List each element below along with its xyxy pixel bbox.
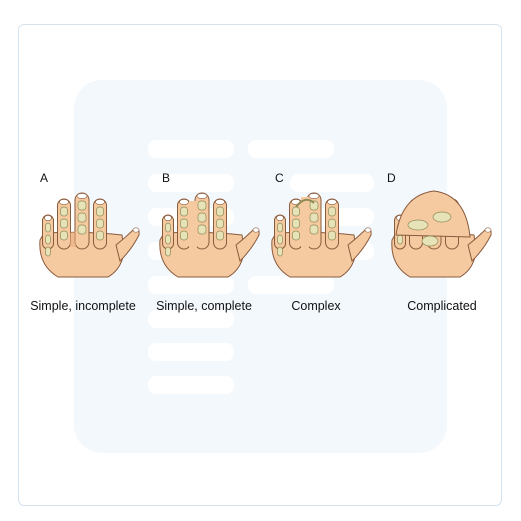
- nail: [164, 215, 172, 221]
- nail: [76, 193, 88, 199]
- bone: [60, 230, 68, 241]
- web: [395, 190, 471, 238]
- web: [70, 231, 76, 247]
- bone: [180, 218, 188, 229]
- bone: [197, 200, 207, 211]
- bone: [77, 212, 87, 223]
- nail: [364, 227, 372, 233]
- fused-bone: [295, 198, 315, 208]
- background-bar: [148, 276, 234, 294]
- thumb: [115, 228, 140, 262]
- thumb: [235, 228, 260, 262]
- hand-illustration: [159, 192, 260, 278]
- bone: [277, 234, 283, 245]
- bone: [77, 224, 87, 235]
- bone: [216, 206, 224, 217]
- nail: [95, 199, 105, 205]
- panel-letter: D: [387, 171, 396, 185]
- web: [301, 197, 309, 247]
- nail: [215, 199, 225, 205]
- panel-caption: Simple, incomplete: [30, 299, 136, 313]
- bone: [77, 200, 87, 211]
- nail: [59, 199, 69, 205]
- bone: [96, 218, 104, 229]
- background-bar: [290, 174, 374, 192]
- bone: [165, 246, 171, 257]
- thumb: [347, 228, 372, 262]
- bone: [180, 206, 188, 217]
- bone: [432, 211, 452, 223]
- bone: [328, 206, 336, 217]
- bone: [292, 230, 300, 241]
- panel-caption: Complicated: [407, 299, 477, 313]
- bone: [45, 234, 51, 245]
- nail: [252, 227, 260, 233]
- background-bar: [248, 140, 334, 158]
- bone: [197, 224, 207, 235]
- nail: [132, 227, 140, 233]
- bone: [407, 219, 429, 231]
- bone: [96, 206, 104, 217]
- bone: [60, 218, 68, 229]
- bone: [45, 246, 51, 257]
- background-bar: [148, 376, 234, 394]
- bone: [165, 222, 171, 233]
- hand-illustration: [39, 192, 140, 278]
- bone: [421, 235, 439, 247]
- bone: [277, 246, 283, 257]
- background-bar: [148, 343, 234, 361]
- bone: [216, 218, 224, 229]
- bone: [60, 206, 68, 217]
- background-bar: [148, 174, 234, 192]
- panel-caption: Complex: [291, 299, 341, 313]
- nail: [44, 215, 52, 221]
- bone: [397, 234, 403, 245]
- web: [189, 201, 197, 247]
- nail: [196, 193, 208, 199]
- bone: [309, 212, 319, 223]
- bone: [309, 200, 319, 211]
- background-bar: [148, 140, 234, 158]
- nail: [179, 199, 189, 205]
- bone: [328, 230, 336, 241]
- bone: [309, 224, 319, 235]
- panel-caption: Simple, complete: [156, 299, 252, 313]
- bone: [96, 230, 104, 241]
- nail: [308, 193, 320, 199]
- hand-illustration: [271, 192, 372, 278]
- thumb: [467, 228, 492, 262]
- bone: [277, 222, 283, 233]
- background-bar: [148, 310, 234, 328]
- bone: [197, 212, 207, 223]
- bone: [180, 230, 188, 241]
- bone: [45, 222, 51, 233]
- panel-letter: B: [162, 171, 171, 185]
- nail: [327, 199, 337, 205]
- panel-letter: C: [275, 171, 284, 185]
- nail: [276, 215, 284, 221]
- bone: [216, 230, 224, 241]
- bone: [292, 218, 300, 229]
- background-bar: [248, 276, 334, 294]
- bone: [292, 206, 300, 217]
- bone: [165, 234, 171, 245]
- bone: [328, 218, 336, 229]
- hand-illustration: [391, 190, 492, 278]
- panel-letter: A: [40, 171, 49, 185]
- nail: [484, 227, 492, 233]
